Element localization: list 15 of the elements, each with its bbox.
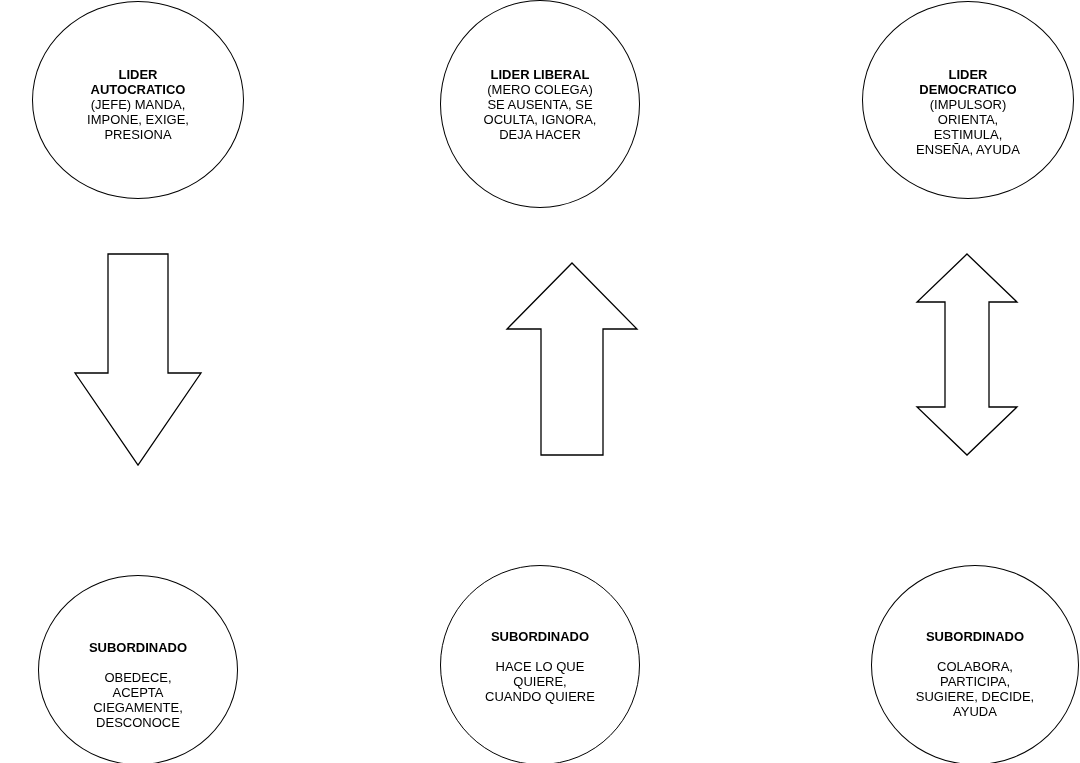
role-heading: LIDER AUTOCRATICO bbox=[89, 67, 187, 97]
role-heading: LIDER DEMOCRATICO bbox=[918, 67, 1018, 97]
block-arrow bbox=[73, 253, 203, 467]
role-description: COLABORA, PARTICIPA, SUGIERE, DECIDE, AYUDA bbox=[915, 659, 1035, 719]
block-arrow bbox=[915, 253, 1019, 456]
role-description: HACE LO QUE QUIERE, CUANDO QUIERE bbox=[485, 659, 595, 704]
role-description: (MERO COLEGA) SE AUSENTA, SE OCULTA, IGNORA, DEJA HACER bbox=[482, 82, 598, 142]
role-heading: SUBORDINADO bbox=[924, 629, 1026, 644]
role-description: OBEDECE, ACEPTA CIEGAMENTE, DESCONOCE bbox=[92, 670, 184, 730]
role-description: (JEFE) MANDA, IMPONE, EXIGE, PRESIONA bbox=[86, 97, 190, 142]
block-arrow bbox=[505, 262, 639, 456]
role-description: (IMPULSOR) ORIENTA, ESTIMULA, ENSEÑA, AYUDA bbox=[915, 97, 1021, 157]
role-heading: SUBORDINADO bbox=[489, 629, 591, 644]
role-heading: SUBORDINADO bbox=[87, 640, 189, 655]
role-heading: LIDER LIBERAL bbox=[489, 67, 591, 82]
